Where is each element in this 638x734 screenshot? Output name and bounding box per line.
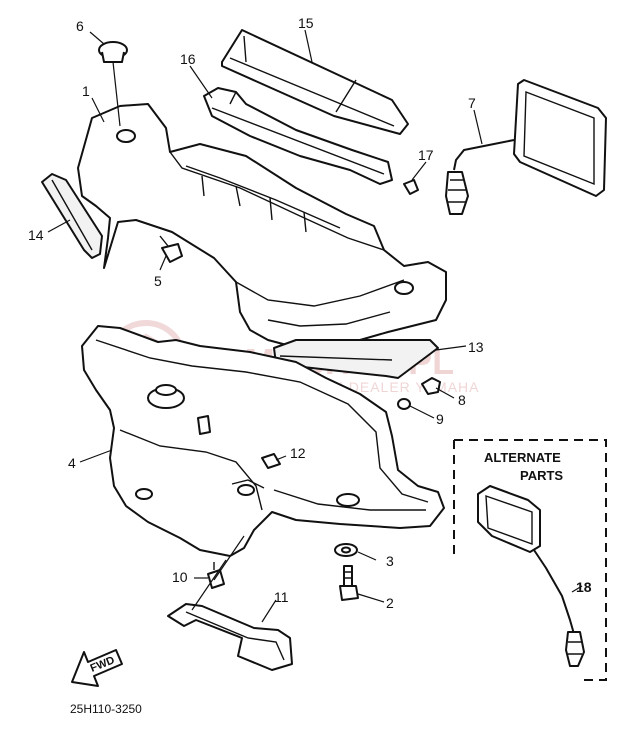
part-16-meter-cover (203, 87, 393, 185)
alternate-parts-title-line1: ALTERNATE (484, 450, 561, 465)
part-11-grab-handle (167, 603, 293, 671)
callout-labels: 6 1 15 16 7 17 14 5 13 8 9 4 12 3 2 10 1… (28, 15, 484, 611)
callout-18: 18 (576, 579, 592, 595)
callout-16: 16 (180, 51, 196, 67)
callout-1: 1 (82, 83, 90, 99)
callout-13: 13 (468, 339, 484, 355)
part-3-washer (334, 543, 358, 557)
callout-14: 14 (28, 227, 44, 243)
callout-12: 12 (290, 445, 306, 461)
part-18-mirror-alternate (477, 485, 585, 667)
part-5-bolt (159, 235, 183, 263)
callout-11: 11 (274, 589, 289, 605)
alternate-parts-box: ALTERNATE PARTS 18 (453, 439, 607, 681)
callout-15: 15 (298, 15, 314, 31)
alternate-parts-title-line2: PARTS (520, 468, 563, 483)
leader-lines (47, 29, 583, 623)
fwd-direction-arrow: FWD (71, 649, 123, 687)
part-8-bolt (421, 377, 441, 395)
callout-3: 3 (386, 553, 394, 569)
callout-9: 9 (436, 411, 444, 427)
part-1-upper-fairing (77, 103, 447, 349)
callout-7: 7 (468, 95, 476, 111)
callout-5: 5 (154, 273, 162, 289)
part-17-screw (403, 179, 419, 195)
part-14-side-strip (41, 173, 103, 259)
callout-2: 2 (386, 595, 394, 611)
callout-8: 8 (458, 392, 466, 408)
part-9-washer (397, 398, 411, 410)
part-6-cap (98, 41, 128, 63)
part-15-top-cover (221, 29, 409, 135)
callout-10: 10 (172, 569, 188, 585)
diagram-code: 25H110-3250 (70, 702, 142, 716)
part-12-clip (261, 453, 281, 469)
callout-4: 4 (68, 455, 76, 471)
callout-17: 17 (418, 147, 434, 163)
part-2-bolt (339, 565, 359, 601)
part-7-mirror (445, 79, 607, 215)
callout-6: 6 (76, 18, 84, 34)
part-4-lower-fairing (81, 325, 445, 557)
